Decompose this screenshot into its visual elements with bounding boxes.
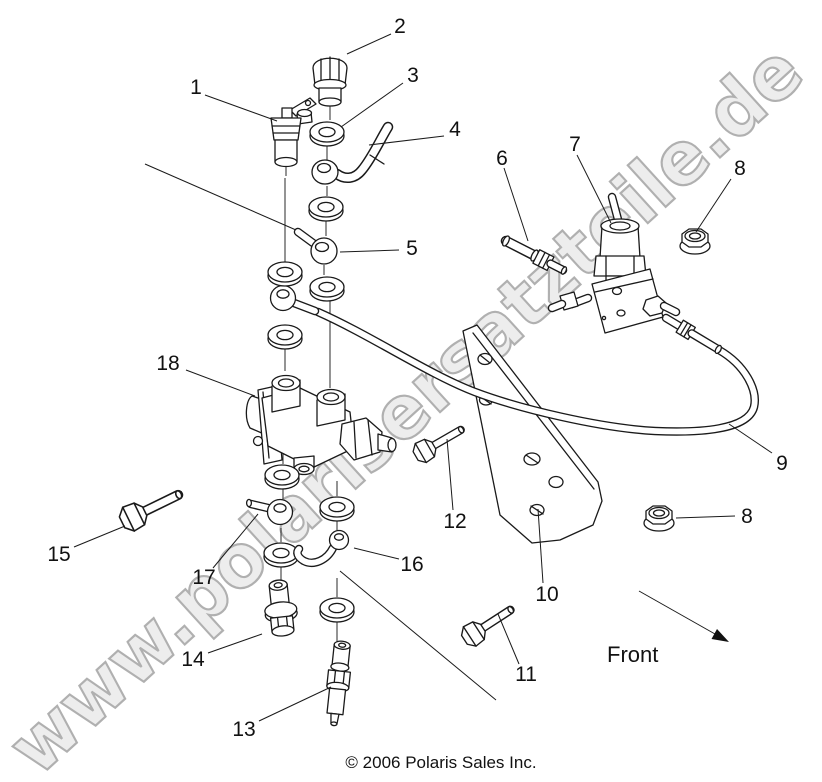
- leader-line-16: [353, 547, 400, 560]
- leader-line-2: [346, 33, 392, 55]
- callout-numbers: 1 2 3 4 5 6 7 8 9 10 11 12 13 14 15 16 1…: [47, 15, 788, 741]
- callout-4: 4: [449, 118, 461, 141]
- leader-line-4: [368, 135, 445, 146]
- leader-line-15: [73, 525, 126, 548]
- leader-lines: [73, 33, 773, 722]
- part-drawing-4-hose-end: [311, 121, 394, 185]
- washer-drawing: [267, 261, 303, 287]
- leader-line-1: [204, 94, 278, 122]
- part-drawing-7-valve: [547, 192, 681, 334]
- part-drawing-5-banjo: [293, 227, 338, 265]
- callout-2: 2: [394, 15, 406, 38]
- part-drawing-10-bracket: [462, 324, 603, 544]
- leader-line-8b: [675, 515, 736, 519]
- washer-drawing: [267, 324, 303, 350]
- front-arrow: [638, 590, 716, 635]
- callout-3: 3: [407, 64, 419, 87]
- leader-line-10: [537, 508, 544, 584]
- hose-banjo-fitting: [269, 284, 320, 316]
- washer-drawing: [264, 464, 300, 490]
- washer-drawing: [309, 276, 345, 302]
- callout-11: 11: [515, 663, 537, 686]
- part-drawing-2-cap: [312, 56, 348, 107]
- washer-drawing: [309, 121, 345, 147]
- callout-9: 9: [776, 452, 788, 475]
- leader-line-6: [503, 167, 529, 242]
- washer-drawing: [308, 196, 344, 222]
- leader-line-9: [728, 423, 773, 454]
- leader-line-3: [340, 82, 404, 128]
- callout-13: 13: [232, 718, 255, 741]
- callout-8b: 8: [741, 505, 753, 528]
- leader-line-8: [695, 178, 732, 233]
- callout-16: 16: [400, 553, 423, 576]
- leader-line-7: [576, 154, 612, 224]
- part-drawing-16-hose: [293, 529, 350, 567]
- brake-line-continuation-upper: [144, 163, 297, 231]
- part-drawing-6-fitting: [500, 235, 568, 275]
- leader-line-14: [207, 633, 263, 654]
- part-drawing-17-banjo: [245, 498, 294, 526]
- callout-18: 18: [156, 352, 179, 375]
- leader-line-11: [497, 613, 520, 665]
- callout-10: 10: [535, 583, 558, 606]
- leader-line-13: [258, 686, 332, 722]
- callout-17: 17: [192, 566, 215, 589]
- watermark-text: www.polarisersatzteile.de: [0, 28, 819, 782]
- part-drawing-1-switch: [270, 97, 317, 168]
- part-drawing-15-bolt: [116, 482, 187, 535]
- brake-line-continuation-lower: [339, 570, 497, 701]
- washer-drawing: [263, 542, 299, 568]
- part-drawing-8-nut-top: [679, 228, 711, 255]
- front-arrowhead-icon: [711, 629, 729, 642]
- assembly-axis-lines: [280, 103, 338, 642]
- leader-line-5: [339, 249, 400, 253]
- callout-5: 5: [406, 237, 418, 260]
- front-label: Front: [607, 642, 658, 667]
- washer-drawing: [319, 496, 355, 522]
- hose-end-fitting: [661, 313, 722, 355]
- part-drawing-13-bleeder: [326, 640, 352, 727]
- callout-1: 1: [190, 76, 202, 99]
- washer-drawing: [319, 597, 355, 623]
- leader-line-17: [212, 513, 259, 569]
- part-drawing-14-banjo-bolt: [264, 579, 298, 637]
- callout-8: 8: [734, 157, 746, 180]
- copyright-text: © 2006 Polaris Sales Inc.: [345, 753, 536, 772]
- callout-14: 14: [181, 648, 205, 671]
- callout-12: 12: [443, 510, 466, 533]
- part-drawing-8-nut-bottom: [643, 505, 675, 532]
- part-drawing-9-brake-hose: [313, 307, 759, 436]
- watermark: www.polarisersatzteile.de: [0, 27, 820, 782]
- front-direction: Front: [607, 590, 729, 667]
- leader-line-12: [446, 438, 454, 511]
- leader-line-18: [185, 369, 256, 397]
- part-drawing-18-master-cylinder: [245, 374, 397, 476]
- callout-7: 7: [569, 133, 581, 156]
- callout-6: 6: [496, 147, 508, 170]
- callout-15: 15: [47, 543, 70, 566]
